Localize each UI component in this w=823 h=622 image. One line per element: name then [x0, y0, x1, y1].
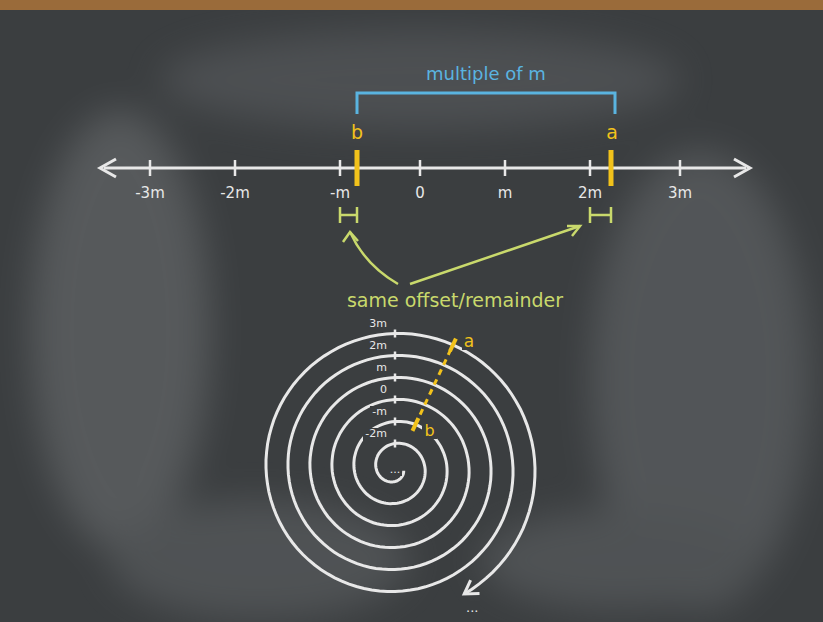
point-label: b [422, 422, 436, 440]
dashed-link [415, 345, 452, 425]
arrow-head [464, 580, 479, 594]
tick-label: -m [328, 185, 352, 202]
tick-label: 0 [413, 185, 427, 202]
ellipsis: ... [464, 601, 480, 615]
number-line [104, 167, 746, 170]
arrow-head [100, 159, 116, 177]
bracket-label: multiple of m [424, 64, 548, 84]
tick-mark [394, 440, 397, 448]
note-label: same offset/remainder [345, 290, 565, 311]
tick-label: -3m [133, 185, 167, 202]
spiral [266, 334, 535, 595]
chalk-smudges [30, 30, 810, 620]
point-mark [355, 150, 360, 186]
tick-label: m [496, 185, 515, 202]
tick-label: -2m [218, 185, 252, 202]
arrow-head [734, 159, 750, 177]
tick-label: -2m [363, 428, 389, 440]
tick-marks [394, 330, 397, 448]
pointer-arrow [343, 226, 580, 284]
point-mark [609, 150, 614, 186]
point-label: a [462, 332, 476, 351]
tick-label: 2m [576, 185, 604, 202]
point-mark [412, 418, 418, 431]
point-mark [412, 339, 455, 431]
tick-mark [394, 352, 397, 360]
offset-bracket [340, 207, 611, 223]
tick-mark [394, 396, 397, 404]
tick-mark [394, 418, 397, 426]
tick-label: m [374, 362, 389, 374]
point-label: a [604, 122, 620, 143]
tick-mark [394, 374, 397, 382]
tick-marks [150, 160, 680, 176]
bracket [357, 93, 615, 114]
board-frame [0, 0, 823, 10]
point-label: b [349, 122, 365, 143]
point-mark [450, 339, 456, 352]
tick-mark [394, 330, 397, 338]
tick-label: 3m [367, 318, 389, 330]
tick-label: -m [370, 406, 389, 418]
tick-label: 0 [378, 384, 389, 396]
tick-label: 2m [367, 340, 389, 352]
ellipsis: ... [388, 464, 403, 476]
tick-label: 3m [666, 185, 694, 202]
